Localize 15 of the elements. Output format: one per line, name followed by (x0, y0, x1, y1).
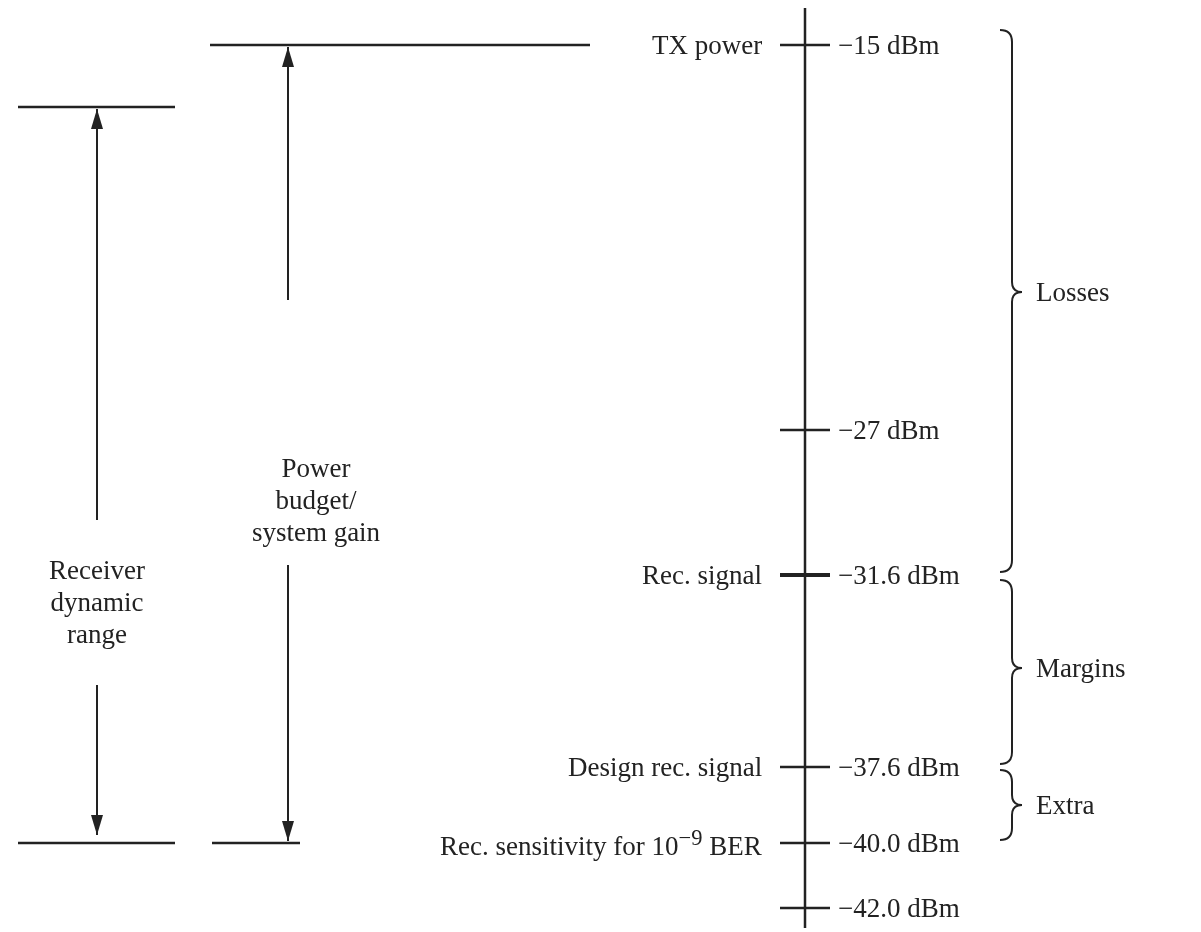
tick-value: −40.0 dBm (838, 827, 960, 860)
tick-value: −31.6 dBm (838, 559, 960, 592)
brace-label: Margins (1036, 652, 1126, 685)
level-label: TX power (652, 29, 763, 62)
brace-label: Extra (1036, 789, 1095, 822)
tick-value: −15 dBm (838, 29, 940, 62)
level-label: Rec. sensitivity for 10$^{−9}$ BER (440, 824, 762, 863)
brace-label: Losses (1036, 276, 1110, 309)
level-label: Design rec. signal (568, 751, 763, 784)
level-label: Rec. signal (642, 559, 762, 592)
tick-value: −37.6 dBm (838, 751, 960, 784)
range-label: Receiver dynamic range (48, 553, 146, 651)
tick-value: −42.0 dBm (838, 892, 960, 925)
range-label: Power budget/ system gain (250, 451, 382, 549)
tick-value: −27 dBm (838, 414, 940, 447)
